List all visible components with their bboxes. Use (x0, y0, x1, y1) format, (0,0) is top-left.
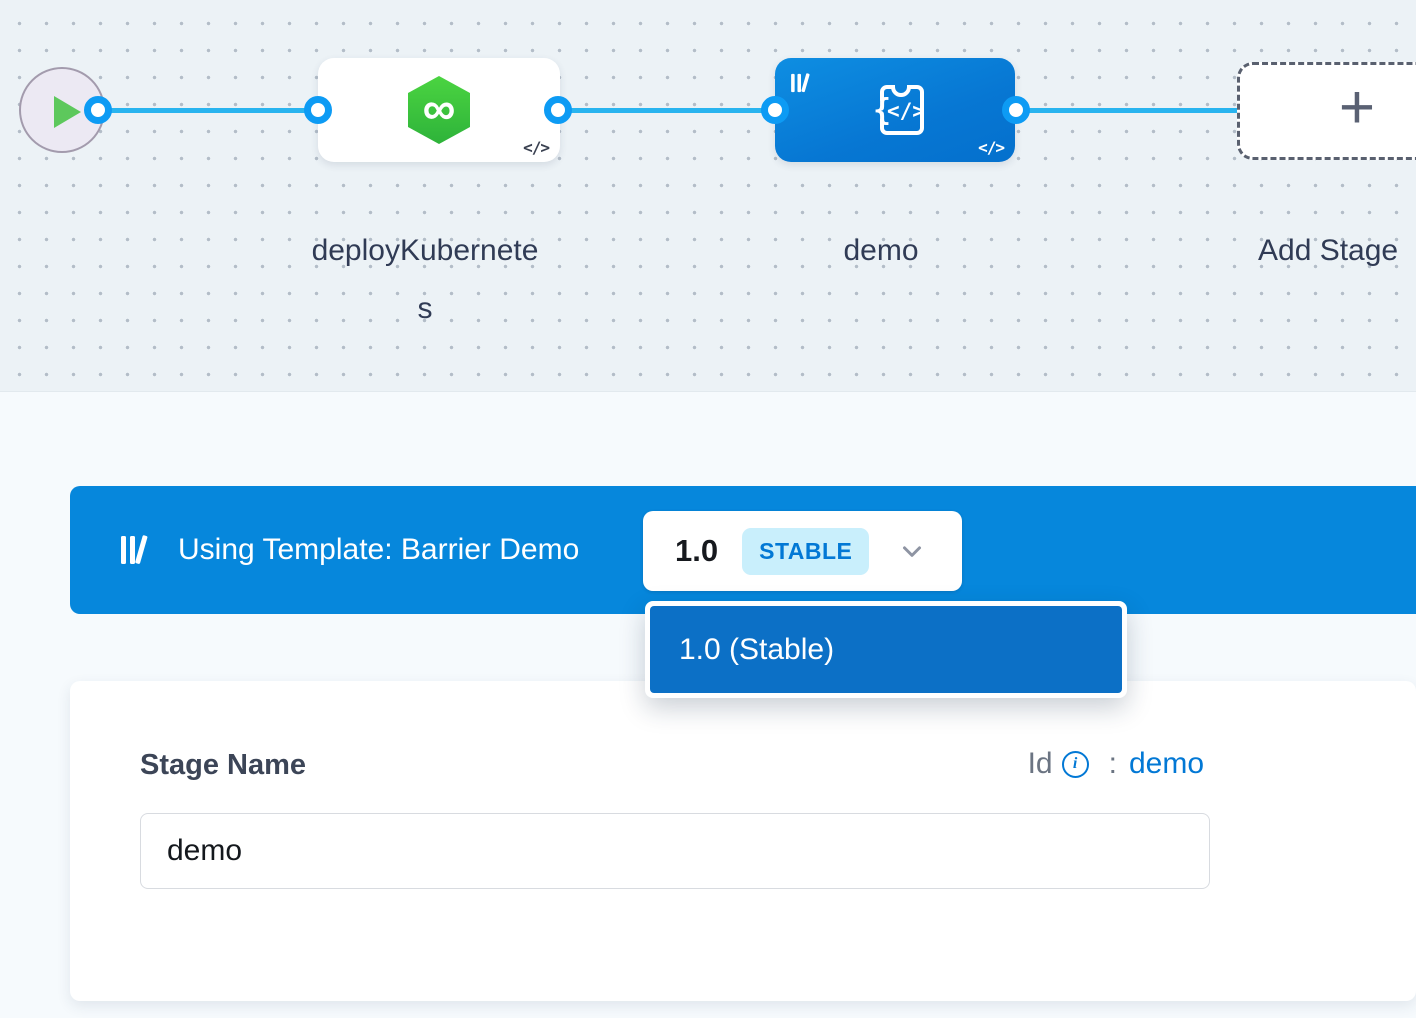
stage-id-row: Id i : demo (1028, 747, 1204, 781)
version-dropdown-menu: 1.0 (Stable) (645, 601, 1127, 698)
play-icon (54, 96, 81, 128)
pipeline-canvas[interactable]: ∞ </> { </> </> + deployKubernetes demo … (0, 0, 1416, 392)
stage-overview-card: Stage Name Id i : demo (70, 681, 1416, 1001)
template-library-icon (789, 71, 813, 95)
info-icon[interactable]: i (1062, 751, 1089, 778)
stable-badge: STABLE (742, 528, 869, 575)
code-icon[interactable]: </> (523, 138, 549, 157)
edge-deploy-to-demo (556, 108, 777, 113)
id-label: Id (1028, 747, 1053, 781)
port-deploy-in[interactable] (304, 96, 332, 124)
add-stage-button[interactable]: + (1237, 62, 1416, 160)
infinity-icon: ∞ (423, 85, 456, 131)
stage-label-demo: demo (761, 222, 1001, 280)
stage-name-label: Stage Name (140, 749, 306, 782)
template-banner: Using Template: Barrier Demo 1.0 STABLE (70, 486, 1416, 614)
template-library-icon (118, 532, 152, 568)
stage-config-panel: Using Template: Barrier Demo 1.0 STABLE … (0, 393, 1416, 1018)
plus-icon: + (1339, 77, 1375, 139)
svg-text:</>: </> (887, 99, 925, 123)
deployment-hexagon-icon: ∞ (408, 76, 470, 144)
version-number: 1.0 (675, 533, 718, 569)
port-demo-out[interactable] (1002, 96, 1030, 124)
stage-name-input[interactable] (140, 813, 1210, 889)
stage-id-value: demo (1129, 747, 1204, 781)
version-dropdown-item-label: 1.0 (Stable) (679, 633, 834, 667)
version-dropdown-item[interactable]: 1.0 (Stable) (650, 606, 1122, 693)
add-stage-label: Add Stage (1258, 222, 1398, 280)
edge-start-to-deploy (96, 108, 320, 113)
template-banner-text: Using Template: Barrier Demo (178, 533, 579, 567)
id-separator: : (1109, 747, 1117, 781)
chevron-down-icon[interactable] (897, 536, 927, 566)
port-demo-in[interactable] (761, 96, 789, 124)
port-deploy-out[interactable] (544, 96, 572, 124)
stage-label-deploykubernetes: deployKubernetes (305, 222, 545, 337)
edge-demo-to-add-stage (1014, 108, 1239, 113)
custom-stage-icon: { </> (863, 80, 927, 140)
template-version-select[interactable]: 1.0 STABLE (643, 511, 962, 591)
port-start-out[interactable] (84, 96, 112, 124)
stage-node-deploykubernetes[interactable]: ∞ </> (318, 58, 560, 162)
stage-node-demo[interactable]: { </> </> (775, 58, 1015, 162)
code-icon[interactable]: </> (978, 138, 1004, 157)
